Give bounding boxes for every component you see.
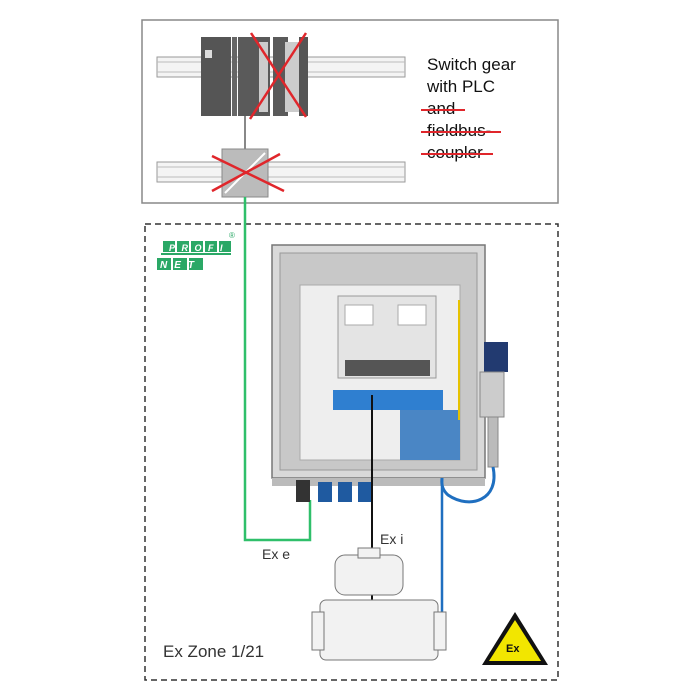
warning-label: Ex: [506, 643, 520, 655]
din-rail-bottom: [156, 161, 406, 183]
profinet-logo: PROFI NET: [157, 241, 231, 271]
struck-label-line: coupler: [421, 143, 493, 162]
solenoid-valve: [479, 342, 508, 468]
ex-i-label: Ex i: [380, 531, 404, 547]
struck-label-line: and: [420, 99, 466, 118]
svg-text:NET: NET: [160, 260, 201, 271]
label-line: with PLC: [427, 77, 496, 96]
plc-module: [201, 37, 308, 116]
ex-zone-boundary: [144, 223, 559, 681]
ex-zone-label: Ex Zone 1/21: [163, 642, 265, 661]
label-line: Switch gear: [427, 55, 516, 74]
cable-glands: [296, 480, 372, 502]
profinet-cable: [243, 197, 312, 542]
ex-e-label: Ex e: [262, 546, 291, 562]
junction-box-enclosure: [271, 244, 486, 486]
ex-warning-sign: [482, 612, 548, 665]
cross-out-icon: [248, 32, 308, 120]
switchgear-label: Switch gear with PLC and fieldbus- coupl…: [420, 54, 516, 164]
cross-out-icon: [211, 152, 285, 193]
struck-label-line: fieldbus-: [420, 121, 502, 140]
svg-text:PROFI: PROFI: [169, 243, 229, 253]
registered-mark: ®: [229, 231, 235, 240]
valve-actuator: [311, 547, 447, 661]
